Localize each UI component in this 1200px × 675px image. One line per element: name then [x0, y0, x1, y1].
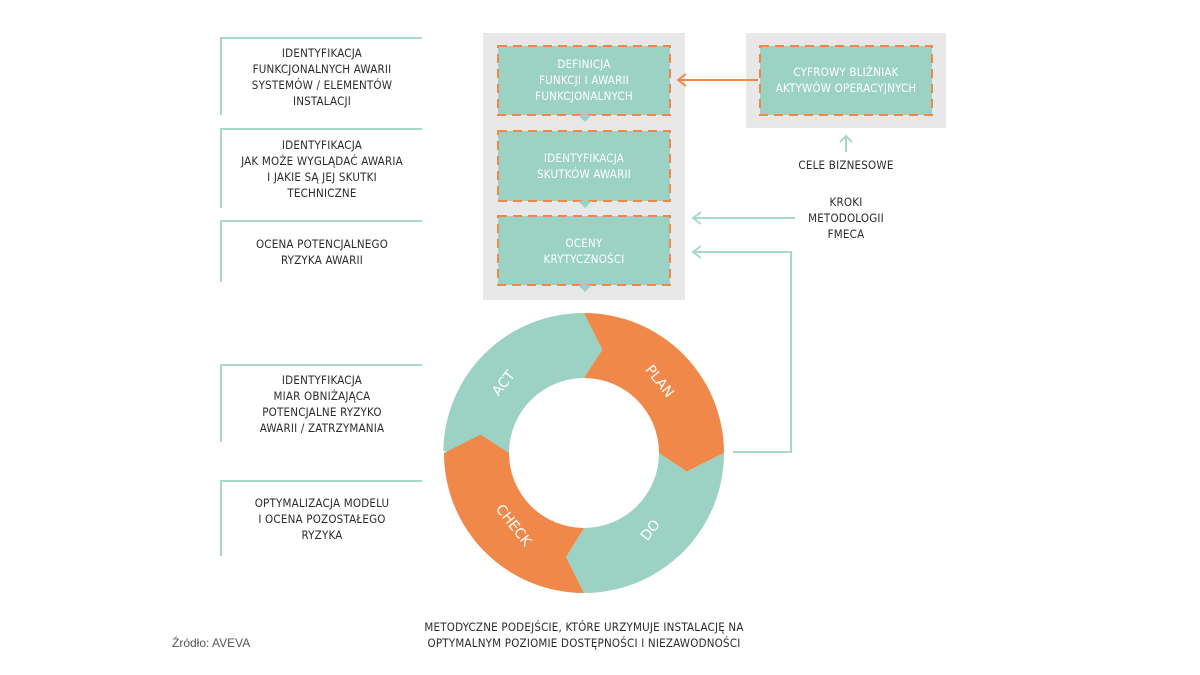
step-text-krytycznosc: OCENY KRYTYCZNOŚCI [543, 236, 625, 266]
pdca-cycle: ACT PLAN DO CHECK [443, 312, 724, 593]
cycle-segment-check [444, 434, 584, 593]
left-box-text: IDENTYFIKACJA MIAR OBNIŻAJĄCA POTENCJALN… [259, 373, 385, 435]
step-text-definicja: DEFINICJA FUNKCJI I AWARII FUNKCJONALNYC… [535, 57, 633, 103]
left-box-functional-failures: IDENTYFIKACJA FUNKCJONALNYCH AWARII SYST… [220, 37, 422, 115]
cycle-feedback-arrow [691, 245, 792, 453]
left-box-text: OPTYMALIZACJA MODELU I OCENA POZOSTAŁEGO… [254, 496, 390, 542]
twin-to-definition-arrow [676, 73, 758, 87]
source-credit: Źródło: AVEVA [172, 636, 251, 650]
left-box-text: IDENTYFIKACJA FUNKCJONALNYCH AWARII SYST… [251, 46, 393, 108]
step-box-krytycznosc [497, 215, 671, 292]
left-box-text: OCENA POTENCJALNEGO RYZYKA AWARII [255, 237, 389, 267]
digital-twin-box [759, 45, 933, 116]
left-box-risk-assessment: OCENA POTENCJALNEGO RYZYKA AWARII [220, 220, 422, 282]
step-box-skutki [497, 130, 671, 208]
left-box-risk-mitigation: IDENTYFIKACJA MIAR OBNIŻAJĄCA POTENCJALN… [220, 364, 422, 442]
left-box-optimization: OPTYMALIZACJA MODELU I OCENA POZOSTAŁEGO… [220, 480, 422, 556]
step-text-skutki: IDENTYFIKACJA SKUTKÓW AWARII [537, 151, 631, 181]
left-box-text: IDENTYFIKACJA JAK MOŻE WYGLĄDAĆ AWARIA I… [241, 138, 403, 200]
business-goals-label: CELE BIZNESOWE [798, 158, 894, 172]
business-goals-arrow [839, 134, 853, 152]
digital-twin-text: CYFROWY BLIŹNIAK AKTYWÓW OPERACYJNYCH [775, 65, 917, 95]
diagram-caption: METODYCZNE PODEJŚCIE, KTÓRE URZYMUJE INS… [424, 620, 744, 650]
cycle-segment-act [443, 312, 603, 453]
fmeca-arrow [691, 211, 795, 225]
step-box-definicja [497, 45, 671, 122]
cycle-segment-do [566, 453, 724, 593]
left-box-failure-effects: IDENTYFIKACJA JAK MOŻE WYGLĄDAĆ AWARIA I… [220, 128, 422, 208]
fmeca-steps-label: KROKI METODOLOGII FMECA [808, 195, 884, 241]
cycle-segment-plan [584, 313, 724, 472]
